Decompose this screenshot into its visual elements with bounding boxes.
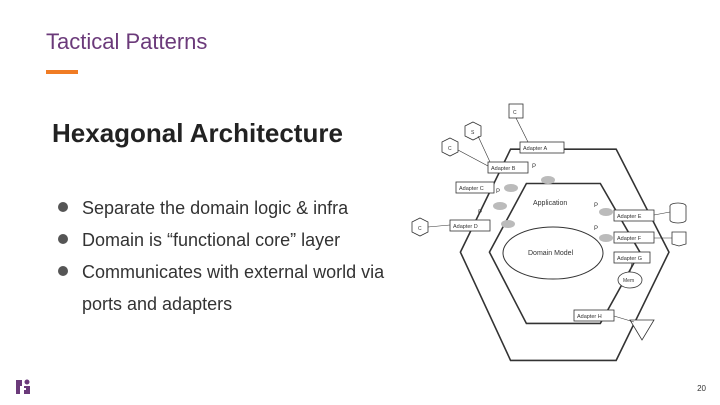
inner-hexagon [488,182,641,325]
section-title: Tactical Patterns [46,29,208,54]
outer-hexagon [459,148,670,362]
port-label: P [478,210,482,216]
adapter-b-label: Adapter B [491,166,516,172]
document-icon [671,231,687,247]
adapter-h [573,309,615,322]
port-label: P [594,226,598,232]
port-blob [599,208,613,216]
external-c3-hex [411,217,429,237]
bullet-list: Separate the domain logic & infra Domain… [56,192,406,320]
external-c-label: C [513,110,517,116]
adapter-f-label: Adapter F [617,236,642,242]
adapter-e-label: Adapter E [617,214,642,220]
bullet-dot-icon [58,202,68,212]
adapter-h-label: Adapter H [577,314,602,320]
slide-heading: Hexagonal Architecture [52,118,343,148]
bullet-dot-icon [58,266,68,276]
adapter-b [487,161,529,174]
connector-line [457,149,489,167]
application-label: Application [533,200,567,207]
port-blob [501,220,515,228]
brand-logo-icon [16,379,30,394]
external-s-label: S [471,130,475,136]
adapter-d [449,219,491,232]
external-c2-label: C [448,146,452,152]
connector-line [427,224,451,228]
adapter-e [613,209,655,222]
bullet-dot-icon [58,234,68,244]
port-label: P [532,164,536,170]
adapter-a-label: Adapter A [523,146,547,152]
port-label: P [594,203,598,209]
external-c-hex [441,137,459,157]
external-s-hex [464,121,482,141]
bullet-item: Domain is “functional core” layer [56,224,406,256]
adapter-g-label: Adapter G [617,256,642,262]
port-blob [599,234,613,242]
external-c3-label: C [418,226,422,232]
bullet-text: Communicates with external world via por… [82,262,385,314]
connector-line [477,135,491,163]
connector-line [613,315,635,323]
connector-line [515,117,529,143]
port-blob [541,176,555,184]
database-icon [669,202,687,224]
adapter-a [519,141,565,154]
hexagonal-architecture-diagram: Domain Model Application P P P P P Adapt… [411,103,687,362]
adapter-c [455,181,495,194]
connector-line [629,262,633,273]
bullet-item: Communicates with external world via por… [56,256,406,320]
mem-label: Mem [623,278,634,284]
adapter-d-label: Adapter D [453,224,478,230]
bullet-text: Separate the domain logic & infra [82,198,349,218]
port-label: P [496,189,500,195]
bullet-text: Domain is “functional core” layer [82,230,341,250]
accent-bar [46,70,78,74]
adapter-f [613,231,655,244]
page-number: 20 [697,384,706,393]
bullet-item: Separate the domain logic & infra [56,192,406,224]
domain-model-ellipse [502,226,604,280]
port-blob [504,184,518,192]
connector-line [653,211,671,216]
triangle-icon [629,319,655,341]
port-blob [493,202,507,210]
domain-model-label: Domain Model [528,250,574,257]
adapter-c-label: Adapter C [459,186,484,192]
